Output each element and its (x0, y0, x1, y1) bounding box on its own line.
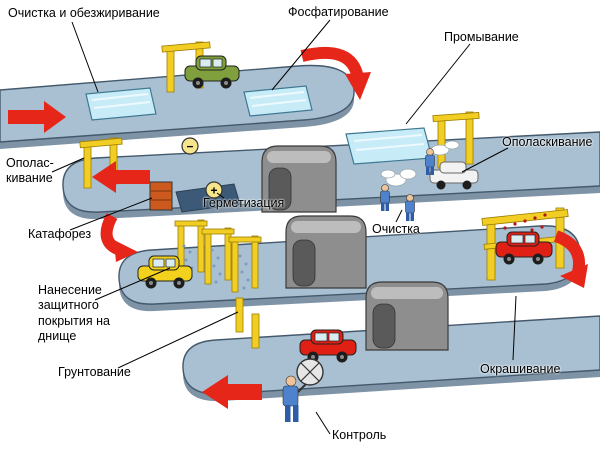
label-rinsing-right: Ополаскивание (502, 135, 593, 149)
underbody-spray-arches (174, 219, 262, 293)
svg-text:−: − (186, 140, 193, 154)
car-green (184, 55, 240, 89)
arrow-turn-right (553, 230, 588, 288)
leader-lines (51, 19, 517, 435)
svg-text:+: + (210, 184, 217, 198)
label-underbody-coating: Нанесение защитного покрытия на днище (38, 283, 110, 343)
phosphating-bath (243, 85, 313, 117)
gantry-rinsing (432, 111, 480, 169)
label-sealing: Герметизация (203, 196, 285, 210)
arrow-second-band-left (92, 161, 150, 193)
label-cleaning-degreasing: Очистка и обезжиривание (8, 6, 160, 20)
oven-tunnel-1 (261, 145, 337, 213)
worker-cleaning-2 (405, 194, 415, 221)
worker-cleaning-1 (380, 184, 390, 211)
priming-posts (235, 297, 260, 349)
worker-rinsing (425, 148, 435, 175)
label-washing: Промывание (444, 30, 519, 44)
oven-tunnel-2 (285, 215, 367, 289)
label-painting: Окрашивание (480, 362, 561, 376)
car-yellow (137, 255, 193, 289)
washing-bath (345, 127, 433, 165)
label-cataphoresis: Катафорез (28, 227, 92, 241)
degreasing-bath (85, 87, 157, 121)
worker-inspector (282, 358, 324, 422)
minus-electrode-sign: − (181, 137, 199, 155)
car-red-painting (495, 231, 553, 265)
oven-tunnel-3 (365, 281, 449, 351)
label-priming: Грунтование (58, 365, 131, 379)
gantry-second-band-left (79, 137, 123, 189)
cleaning-foam (380, 168, 417, 187)
rinsing-foam (430, 140, 460, 156)
cataphoresis-electrode-box (149, 181, 173, 211)
label-inspection: Контроль (332, 428, 387, 442)
car-white-rinsing (429, 161, 479, 190)
label-rinsing-left: Ополас- кивание (6, 156, 54, 186)
arrow-entry-right (8, 101, 66, 133)
arrow-exit-left (202, 375, 262, 409)
label-phosphating: Фосфатирование (288, 5, 389, 19)
label-cleaning: Очистка (372, 222, 420, 236)
arrow-turn-left (100, 213, 138, 262)
arrow-turn-top-right (300, 46, 371, 100)
